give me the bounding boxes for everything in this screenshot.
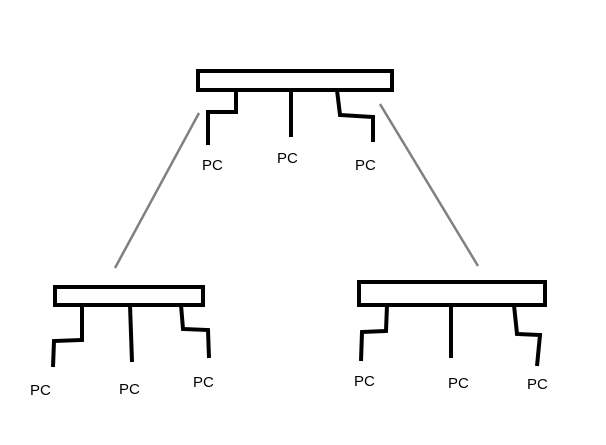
pc-label: PC [30, 382, 51, 399]
pc-label: PC [527, 376, 548, 393]
pc-drop [179, 304, 211, 359]
hub-right: PC PC PC [354, 280, 548, 393]
pc-label: PC [277, 150, 298, 167]
hub-top: PC PC PC [196, 69, 394, 174]
pc-drop [128, 304, 134, 363]
pc-label: PC [355, 157, 376, 174]
pc-label: PC [354, 373, 375, 390]
pc-label: PC [119, 381, 140, 398]
pc-label: PC [202, 157, 223, 174]
pc-label: PC [193, 374, 214, 391]
pc-drop [51, 305, 84, 368]
hub-left: PC PC PC [30, 285, 214, 399]
link-top-right [378, 103, 480, 267]
pc-drop [335, 89, 375, 142]
hub-top-bus [196, 69, 394, 92]
hub-left-bus [53, 285, 205, 307]
link-top-left [113, 112, 201, 269]
pc-label: PC [448, 375, 469, 392]
pc-drop [512, 304, 543, 367]
hub-right-bus [357, 280, 547, 307]
pc-drop [359, 304, 389, 362]
pc-drop [206, 90, 238, 145]
